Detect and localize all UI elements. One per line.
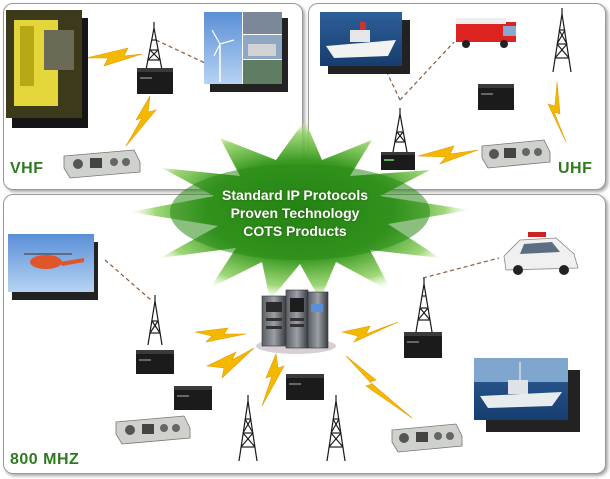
uhf-label: UHF [558, 160, 593, 177]
lightning-bolt-icon [85, 47, 567, 419]
vhf-label: VHF [10, 160, 44, 177]
mobile-radio-icon [63, 139, 551, 453]
green-burst [130, 120, 470, 300]
center-line-3: COTS Products [243, 223, 347, 239]
radio-tower-icon [145, 8, 572, 462]
rescue-boat-photo [320, 12, 410, 74]
base-station-icon [136, 68, 514, 410]
police-car-photo [503, 232, 579, 275]
fire-truck-photo [456, 18, 516, 48]
helicopter-photo [8, 234, 98, 300]
infrastructure-collage [204, 12, 288, 92]
center-line-2: Proven Technology [230, 205, 360, 221]
industrial-photo [6, 10, 88, 128]
800mhz-label: 800 MHZ [10, 451, 80, 468]
center-caption: Standard IP Protocols Proven Technology … [150, 186, 440, 240]
server-rack-icon [256, 289, 336, 354]
navy-ship-photo [474, 358, 580, 432]
center-line-1: Standard IP Protocols [222, 187, 368, 203]
